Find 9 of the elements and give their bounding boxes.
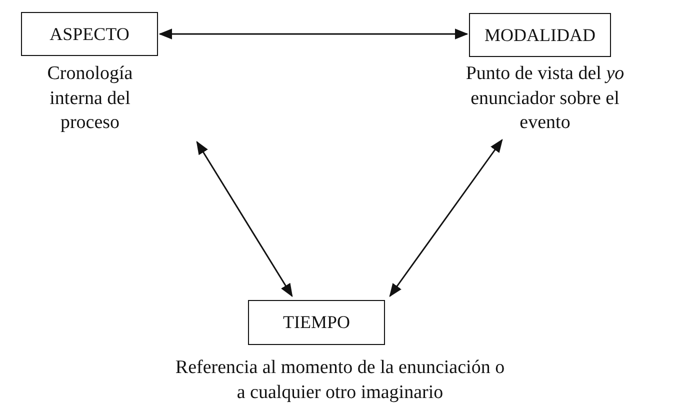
description-text: Referencia al momento de la enunciación o a cualquier otro imaginario <box>174 356 506 405</box>
description-text: Cronología interna del proceso <box>46 62 134 136</box>
concept-box: ASPECTO <box>21 12 158 56</box>
double-arrow <box>158 28 468 40</box>
description-text: Punto de vista del yo enunciador sobre el evento <box>464 62 626 136</box>
double-arrow <box>389 138 503 298</box>
concept-box: TIEMPO <box>248 300 385 345</box>
concept-box: MODALIDAD <box>469 13 611 57</box>
double-arrow <box>196 140 293 298</box>
